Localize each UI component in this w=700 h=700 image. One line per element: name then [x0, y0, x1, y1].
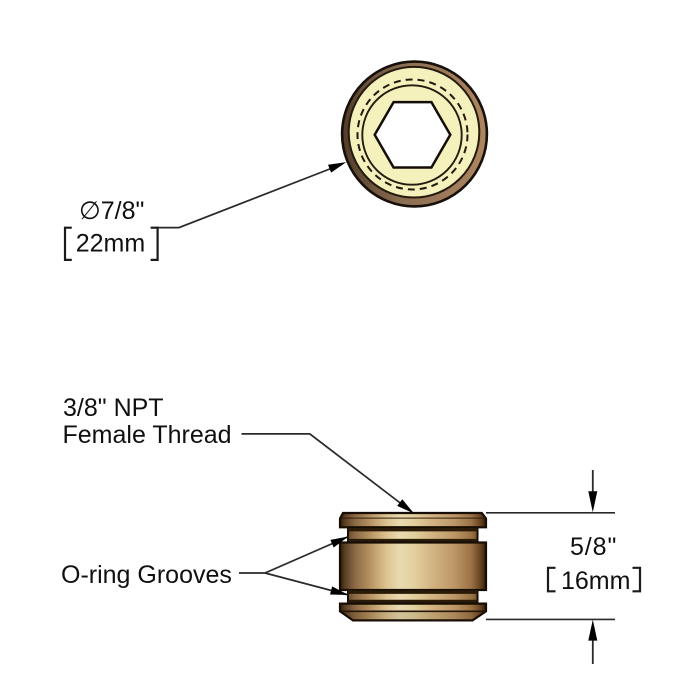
svg-text:5/8": 5/8": [570, 533, 617, 561]
svg-text:Female Thread: Female Thread: [63, 421, 232, 449]
svg-text:16mm: 16mm: [561, 567, 630, 595]
svg-text:O-ring Grooves: O-ring Grooves: [61, 561, 232, 589]
svg-text:3/8" NPT: 3/8" NPT: [63, 394, 164, 422]
svg-text:∅7/8": ∅7/8": [79, 197, 144, 225]
svg-text:22mm: 22mm: [76, 230, 145, 258]
